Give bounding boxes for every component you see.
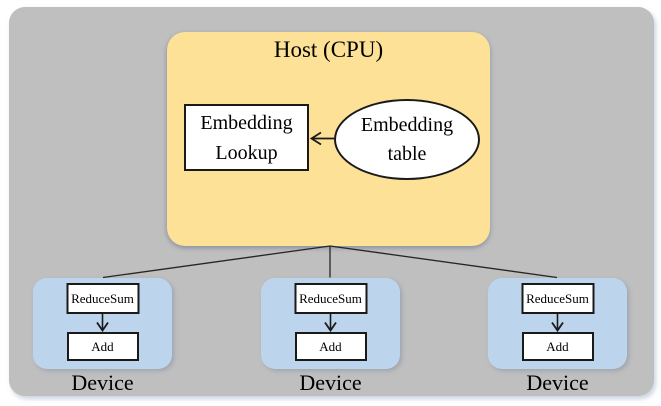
embedding-table-node: Embedding table — [334, 99, 480, 180]
embedding-lookup-label-line1: Embedding — [200, 111, 293, 134]
device-box-3: ReduceSum Add — [488, 278, 627, 369]
reducesum-node-1: ReduceSum — [66, 283, 139, 314]
add-node-3: Add — [521, 332, 594, 361]
embedding-table-label-line2: table — [387, 142, 427, 165]
device-label-3: Device — [526, 370, 589, 395]
reducesum-node-2: ReduceSum — [294, 283, 367, 314]
reducesum-node-3: ReduceSum — [521, 283, 594, 314]
device-box-1: ReduceSum Add — [33, 278, 172, 369]
embedding-table-label-line1: Embedding — [360, 113, 454, 136]
embedding-lookup-label-line2: Lookup — [215, 141, 278, 164]
device-label-2: Device — [299, 370, 362, 395]
add-node-2: Add — [294, 332, 367, 361]
host-title: Host (CPU) — [273, 37, 384, 62]
device-label-1: Device — [71, 370, 134, 395]
device-box-2: ReduceSum Add — [261, 278, 400, 369]
embedding-lookup-node: Embedding Lookup — [184, 104, 309, 171]
add-node-1: Add — [66, 332, 139, 361]
